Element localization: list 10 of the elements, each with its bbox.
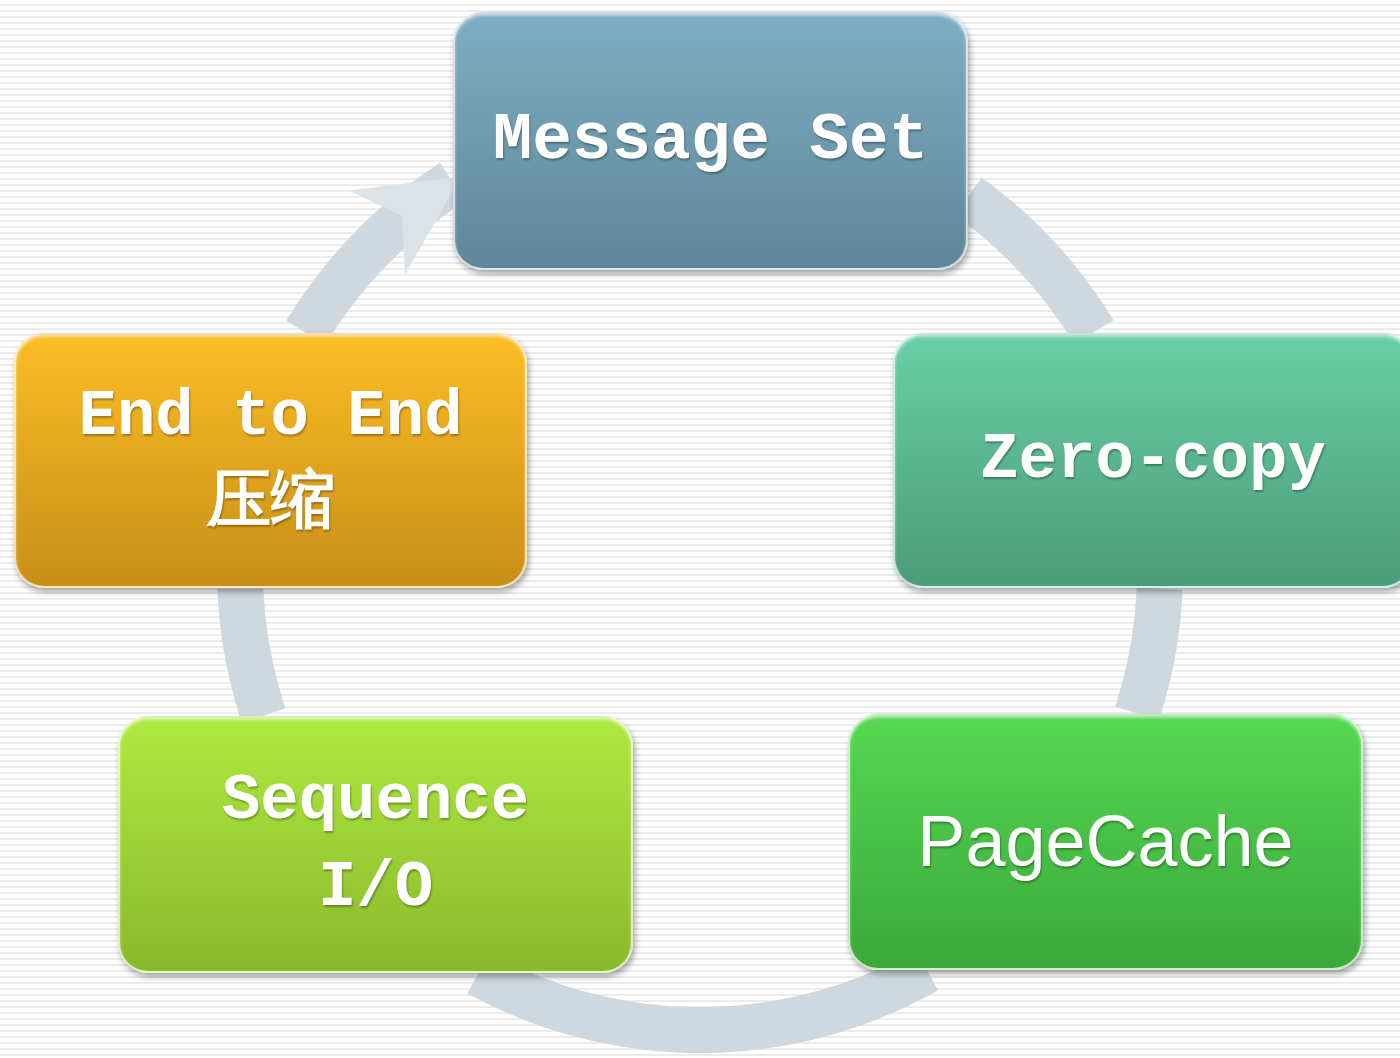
box-label: Sequence I/O	[220, 764, 531, 926]
box-label: Zero-copy	[980, 423, 1326, 499]
process-box	[893, 333, 1400, 588]
box-label: Message Set	[492, 102, 929, 181]
box-label: PageCache	[917, 800, 1294, 884]
process-box	[14, 333, 527, 588]
process-box	[118, 716, 633, 973]
process-box	[848, 714, 1363, 970]
process-box	[453, 12, 968, 270]
box-label: End to End 压缩	[77, 380, 464, 542]
